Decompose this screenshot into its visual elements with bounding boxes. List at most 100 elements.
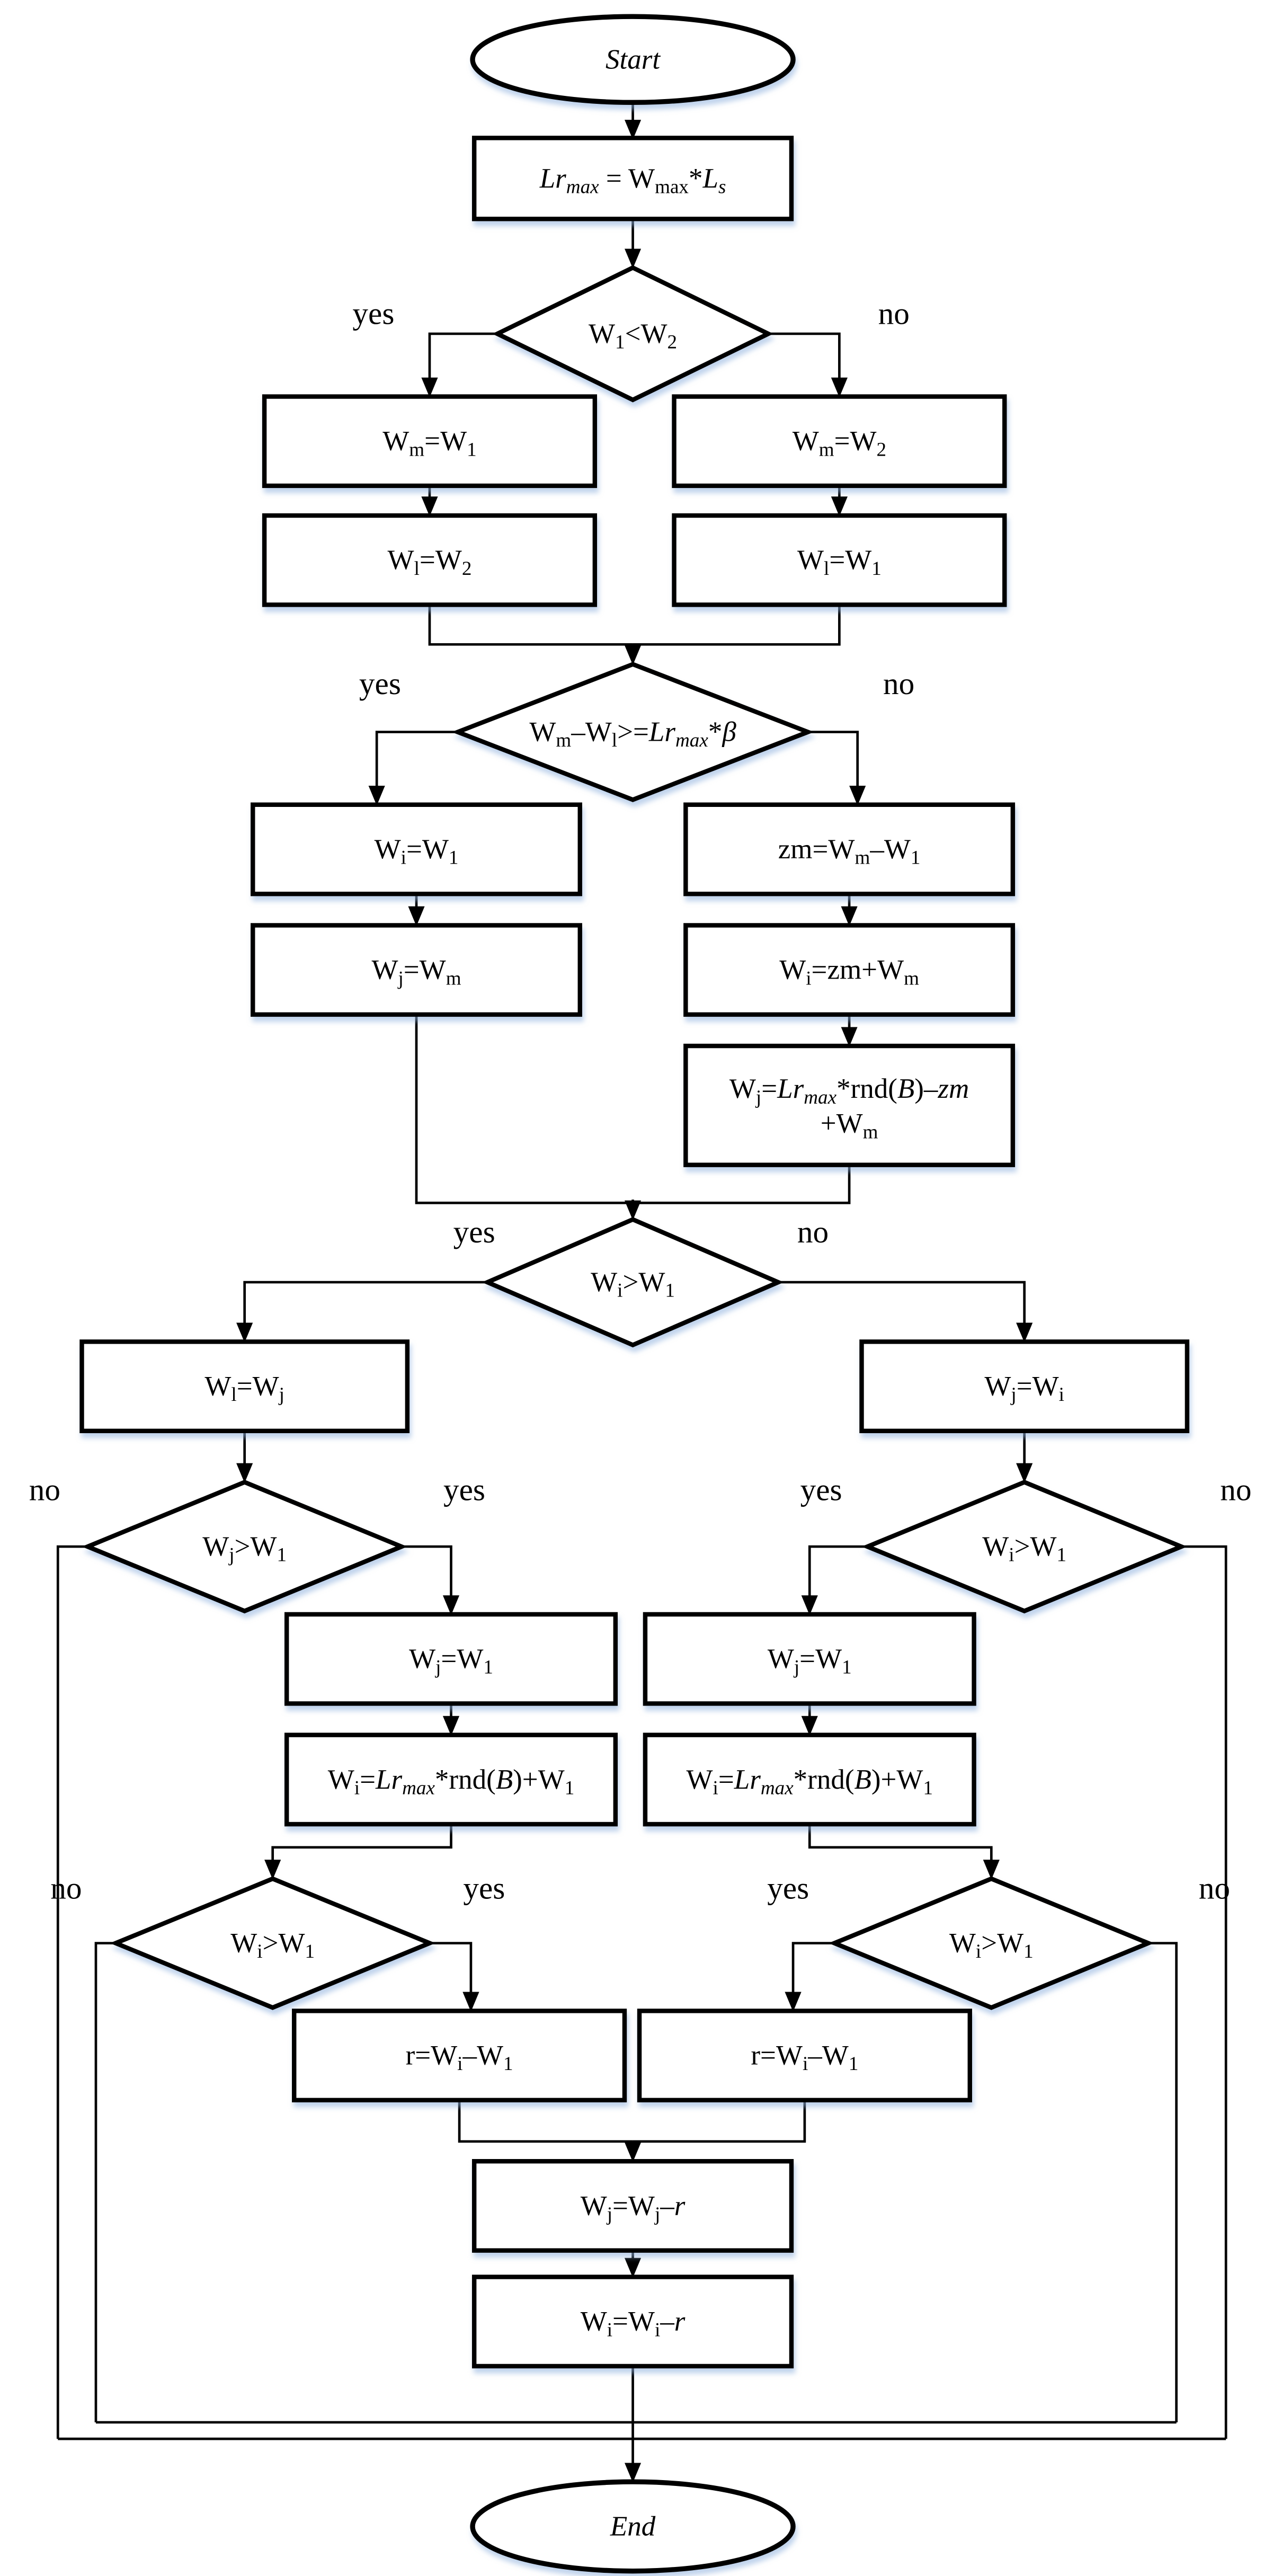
process-wi-eq-lrmax-rnd-plus-w1-right: Wi=Lrmax*rnd(B)+W1 <box>643 1733 976 1827</box>
decision-w1-lt-w2: W1<W2 <box>492 265 773 403</box>
d4l-yes-label: yes <box>443 1472 485 1507</box>
d3-no-label: no <box>797 1214 829 1249</box>
process-wi-eq-zm-plus-wm-shape <box>683 923 1016 1017</box>
process-wj-eq-wi-label: Wj=Wi <box>984 1371 1064 1406</box>
edge-d4l-no <box>56 1545 88 2439</box>
process-wj-eq-w1-left-label: Wj=W1 <box>409 1644 493 1678</box>
process-wl-eq-w1-label: Wl=W1 <box>797 545 882 579</box>
end-terminator-shape <box>470 2479 796 2574</box>
process-wl-eq-wj-shape <box>79 1339 410 1433</box>
process-zm-eq-wm-minus-w1: zm=Wm–W1 <box>683 802 1016 896</box>
decision-wi-gt-w1-lower-left-shape <box>110 1876 436 2010</box>
start-terminator-shape <box>470 14 796 105</box>
process-wj-eq-wi-shape <box>859 1339 1190 1433</box>
process-r-eq-wi-minus-w1-left: r=Wi–W1 <box>292 2009 627 2103</box>
edge-d5r-no <box>1148 1942 1178 2422</box>
edge-d4l-yes <box>401 1545 460 1615</box>
process-wj-eq-wi: Wj=Wi <box>859 1339 1190 1433</box>
process-wm-eq-w2: Wm=W2 <box>672 394 1007 488</box>
decision-wi-gt-w1-right: Wi>W1 <box>861 1479 1188 1614</box>
decision-wi-gt-w1-lower-right-shape <box>828 1876 1154 2010</box>
edge-d2-yes <box>368 731 458 806</box>
process-wj-eq-w1-right: Wj=W1 <box>643 1612 976 1706</box>
process-r-eq-wi-minus-w1-right-shape <box>637 2009 972 2103</box>
decision-wm-minus-wl-shape <box>451 662 814 802</box>
edge-d5l-no <box>94 1942 116 2422</box>
decision-wi-gt-w1-lower-right: Wi>W1 <box>828 1876 1154 2010</box>
d3-yes-label: yes <box>453 1214 495 1249</box>
process-wj-eq-w1-right-shape <box>643 1612 976 1706</box>
d5r-yes-label: yes <box>767 1870 809 1905</box>
process-zm-eq-wm-minus-w1-label: zm=Wm–W1 <box>778 834 921 868</box>
process-r-eq-wi-minus-w1-right: r=Wi–W1 <box>637 2009 972 2103</box>
process-wi-eq-w1: Wi=W1 <box>251 802 582 896</box>
process-wi-eq-lrmax-rnd-plus-w1-left: Wi=Lrmax*rnd(B)+W1 <box>284 1733 618 1827</box>
d1-no-label: no <box>878 296 910 331</box>
process-r-eq-wi-minus-w1-right-label: r=Wi–W1 <box>751 2040 858 2075</box>
process-wj-eq-w1-right-label: Wj=W1 <box>768 1644 852 1678</box>
process-r-eq-wi-minus-w1-left-shape <box>292 2009 627 2103</box>
process-wj-eq-lrmax-rnd-minus-zm: Wj=Lrmax*rnd(B)–zm+Wm <box>683 1043 1016 1167</box>
edge-b4-merge <box>633 605 841 646</box>
d4r-yes-label: yes <box>800 1472 842 1507</box>
process-r-eq-wi-minus-w1-left-label: r=Wi–W1 <box>406 2040 513 2075</box>
process-wi-eq-zm-plus-wm-label: Wi=zm+Wm <box>779 955 919 989</box>
process-wl-eq-w1-shape <box>672 513 1007 607</box>
edge-d3-no <box>778 1281 1033 1343</box>
decision-wj-gt-w1-left-label: Wj>W1 <box>202 1531 287 1566</box>
process-wm-eq-w2-label: Wm=W2 <box>793 426 886 460</box>
process-wi-eq-wi-minus-r-shape <box>471 2275 794 2369</box>
process-wm-eq-w1: Wm=W1 <box>262 394 598 488</box>
process-wi-eq-wi-minus-r-label: Wi=Wi–r <box>581 2306 686 2341</box>
process-lrmax: Lrmax = Wmax*Ls <box>471 136 794 221</box>
process-wi-eq-lrmax-rnd-plus-w1-right-shape <box>643 1733 976 1827</box>
process-zm-eq-wm-minus-w1-shape <box>683 802 1016 896</box>
end-terminator: End <box>470 2479 796 2574</box>
edge-d4r-no <box>1181 1545 1227 2439</box>
d5r-no-label: no <box>1199 1870 1230 1905</box>
process-wj-eq-wm-shape <box>251 923 582 1017</box>
edge-d3-yes <box>236 1281 488 1343</box>
process-wm-eq-w1-label: Wm=W1 <box>382 426 476 460</box>
edge-d4r-yes <box>801 1545 868 1615</box>
process-wi-eq-w1-shape <box>251 802 582 896</box>
edge-b14-d5l <box>264 1824 452 1880</box>
edge-d1-no <box>768 332 848 398</box>
d2-yes-label: yes <box>359 666 401 701</box>
decision-wm-minus-wl-label: Wm–Wl>=Lrmax*β <box>529 717 736 751</box>
process-wl-eq-wj: Wl=Wj <box>79 1339 410 1433</box>
process-wl-eq-w1: Wl=W1 <box>672 513 1007 607</box>
process-wi-eq-zm-plus-wm: Wi=zm+Wm <box>683 923 1016 1017</box>
decision-wi-gt-w1-center-shape <box>482 1216 784 1348</box>
process-wm-eq-w1-shape <box>262 394 598 488</box>
process-wj-eq-wm: Wj=Wm <box>251 923 582 1017</box>
edge-b9-merge <box>633 1165 851 1204</box>
decision-w1-lt-w2-shape <box>492 265 773 403</box>
process-wj-eq-wj-minus-r-shape <box>471 2159 794 2253</box>
process-wj-eq-w1-left: Wj=W1 <box>284 1612 618 1706</box>
decision-wi-gt-w1-lower-left: Wi>W1 <box>110 1876 436 2010</box>
process-wj-eq-wm-label: Wj=Wm <box>371 955 461 989</box>
edge-b3-merge <box>428 605 633 646</box>
process-wi-eq-lrmax-rnd-plus-w1-right-label: Wi=Lrmax*rnd(B)+W1 <box>687 1764 933 1799</box>
decision-wi-gt-w1-center-label: Wi>W1 <box>591 1267 675 1301</box>
start-terminator: Start <box>470 14 796 105</box>
process-wl-eq-w2-shape <box>262 513 598 607</box>
decision-w1-lt-w2-label: W1<W2 <box>589 318 677 353</box>
process-wj-eq-wj-minus-r-label: Wj=Wj–r <box>581 2190 686 2225</box>
d5l-no-label: no <box>50 1870 82 1905</box>
process-lrmax-label: Lrmax = Wmax*Ls <box>539 163 726 198</box>
start-terminator-label: Start <box>606 44 661 75</box>
process-wl-eq-w2-label: Wl=W2 <box>388 545 472 579</box>
d4r-no-label: no <box>1220 1472 1251 1507</box>
process-wj-eq-lrmax-rnd-minus-zm-label: Wj=Lrmax*rnd(B)–zm <box>729 1073 969 1108</box>
decision-wi-gt-w1-lower-left-label: Wi>W1 <box>230 1928 315 1962</box>
edge-d5l-yes <box>429 1942 479 2012</box>
decision-wj-gt-w1-left: Wj>W1 <box>82 1479 408 1614</box>
decision-wi-gt-w1-right-shape <box>861 1479 1188 1614</box>
process-wi-eq-wi-minus-r: Wi=Wi–r <box>471 2275 794 2369</box>
